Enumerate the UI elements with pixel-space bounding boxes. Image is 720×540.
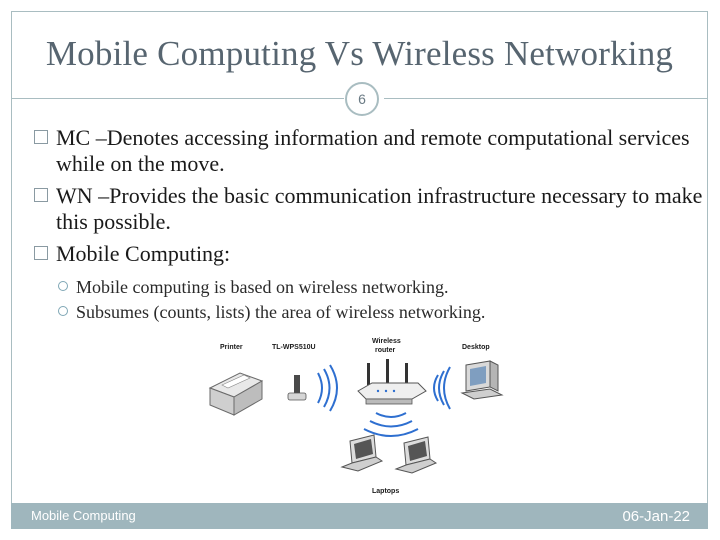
- square-bullet-icon: [34, 130, 48, 144]
- square-bullet-icon: [34, 188, 48, 202]
- bullet-mc: MC –Denotes accessing information and re…: [34, 125, 716, 177]
- bullet-text: Mobile Computing:: [56, 241, 231, 266]
- wifi-waves-down-icon: [363, 412, 419, 437]
- sub-bullet-text: Subsumes (counts, lists) the area of wir…: [76, 302, 486, 322]
- wifi-waves-right-icon: [433, 366, 451, 410]
- desktop-label: Desktop: [462, 344, 490, 351]
- footer-course-name: Mobile Computing: [31, 508, 136, 523]
- printer-label: Printer: [220, 344, 243, 351]
- sub-bullet-text: Mobile computing is based on wireless ne…: [76, 277, 449, 297]
- bullet-wn: WN –Provides the basic communication inf…: [34, 183, 716, 235]
- network-diagram: Printer TL-WPS510U Wireless router Deskt…: [208, 338, 504, 495]
- wireless-router-icon: [357, 359, 427, 405]
- router-label-line2: router: [375, 347, 396, 354]
- bullet-text: MC –Denotes accessing information and re…: [56, 125, 690, 176]
- sub-bullet-based-on: Mobile computing is based on wireless ne…: [58, 275, 698, 299]
- title-rule-left: [11, 98, 344, 99]
- footer-bar: [11, 503, 708, 529]
- circle-bullet-icon: [58, 306, 68, 316]
- wifi-waves-left-icon: [317, 364, 338, 412]
- square-bullet-icon: [34, 246, 48, 260]
- adapter-icon: [287, 375, 307, 401]
- adapter-label: TL-WPS510U: [272, 344, 316, 351]
- footer-date: 06-Jan-22: [622, 508, 690, 525]
- laptops-label: Laptops: [372, 488, 399, 495]
- circle-bullet-icon: [58, 281, 68, 291]
- router-label-line1: Wireless: [372, 338, 401, 345]
- sub-bullet-subsumes: Subsumes (counts, lists) the area of wir…: [58, 300, 698, 324]
- laptop-icon: [340, 434, 384, 472]
- bullet-mobile-computing: Mobile Computing:: [34, 241, 716, 267]
- slide-title: Mobile Computing Vs Wireless Networking: [45, 34, 674, 73]
- title-rule-right: [384, 98, 708, 99]
- bullet-text: WN –Provides the basic communication inf…: [56, 183, 703, 234]
- laptop-icon: [394, 436, 438, 474]
- desktop-icon: [460, 360, 504, 400]
- page-number-badge: 6: [345, 82, 379, 116]
- printer-icon: [208, 372, 264, 416]
